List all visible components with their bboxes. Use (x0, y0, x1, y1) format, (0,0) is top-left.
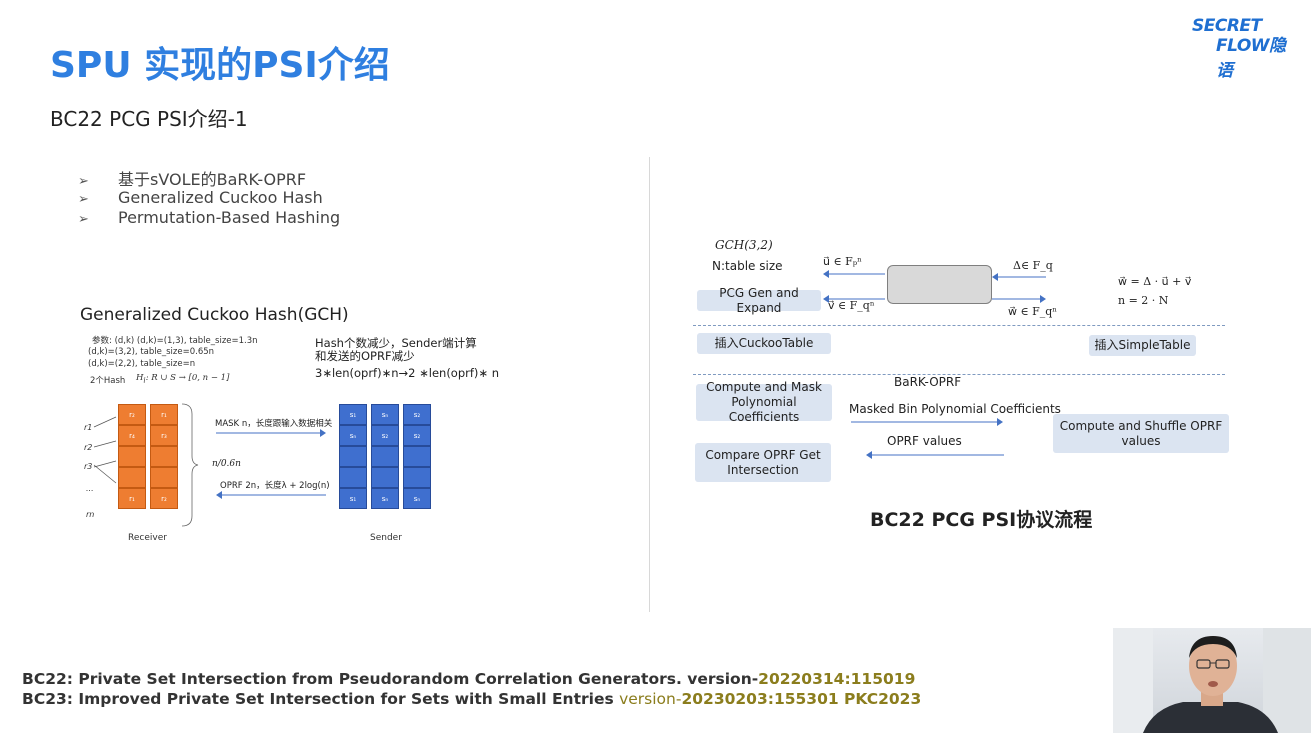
receiver-cell: r₂ (118, 404, 146, 425)
sender-cell: s₁ (339, 404, 367, 425)
gch-hash-function: Hi: R ∪ S → [0, n − 1] (136, 373, 230, 385)
sender-cell: sₙ (371, 488, 399, 509)
bullet-item: ➢ 基于sVOLE的BaRK-OPRF (78, 166, 306, 190)
w-equation: w⃗ = Δ · u⃗ + v⃗ (1118, 275, 1192, 288)
flow-caption: BC22 PCG PSI协议流程 (870, 509, 1093, 531)
pcg-box (887, 265, 992, 304)
bullet-text: Permutation-Based Hashing (118, 208, 341, 227)
dashed-divider (693, 325, 1225, 326)
gch-hash-count: 2个Hash (90, 376, 126, 386)
receiver-cell: r₃ (150, 425, 178, 446)
receiver-cell (118, 467, 146, 488)
oprf-values-label: OPRF values (887, 434, 962, 448)
table-size-label: N:table size (712, 259, 783, 273)
receiver-cell: r₂ (150, 488, 178, 509)
arrow-bullet-icon: ➢ (78, 174, 89, 189)
sender-cell: s₁ (339, 488, 367, 509)
oprf-values-arrow (866, 451, 1004, 459)
row-label: ... (86, 484, 94, 493)
slide-subtitle: BC22 PCG PSI介绍-1 (50, 107, 248, 131)
bullet-item: ➢ Permutation-Based Hashing (78, 208, 340, 227)
bullet-item: ➢ Generalized Cuckoo Hash (78, 188, 323, 207)
w-arrow (992, 295, 1046, 303)
compute-mask-box: Compute and Mask Polynomial Coefficients (696, 380, 832, 424)
mask-label: MASK n，长度跟输入数据相关 (215, 419, 333, 429)
gch-note: 3∗len(oprf)∗n→2 ∗len(oprf)∗ n (315, 366, 499, 380)
gch-param: (d,k)=(3,2), table_size=0.65n (88, 347, 215, 357)
gch-param: 参数: (d,k) (d,k)=(1,3), table_size=1.3n (92, 336, 258, 346)
sender-cell (403, 446, 431, 467)
slide-title: SPU 实现的PSI介绍 (50, 45, 390, 86)
insert-simple-box: 插入SimpleTable (1089, 335, 1196, 356)
sender-cell: s₂ (403, 404, 431, 425)
arrow-bullet-icon: ➢ (78, 212, 89, 227)
gch-note: 和发送的OPRF减少 (315, 349, 415, 363)
oprf-label: OPRF 2n，长度λ + 2log(n) (220, 481, 330, 491)
reference-bc23: BC23: Improved Private Set Intersection … (22, 690, 922, 708)
presenter-figure (1113, 628, 1311, 733)
gch-note: Hash个数减少，Sender端计算 (315, 336, 477, 350)
sender-cell: s₂ (403, 425, 431, 446)
sender-cell (371, 467, 399, 488)
dashed-divider (693, 374, 1225, 375)
sender-label: Sender (370, 533, 402, 543)
receiver-table-col: r₂ r₄ r₁ (118, 404, 146, 509)
receiver-cell: r₄ (118, 425, 146, 446)
n-equation: n = 2 · N (1118, 294, 1169, 307)
sender-cell: s₂ (371, 425, 399, 446)
insert-cuckoo-box: 插入CuckooTable (697, 333, 831, 354)
sender-cell (403, 467, 431, 488)
sender-cell (339, 446, 367, 467)
logo-line1: SECRET (1192, 16, 1262, 36)
receiver-cell (118, 446, 146, 467)
n-over-label: n/0.6n (212, 459, 241, 469)
gch-title: Generalized Cuckoo Hash(GCH) (80, 305, 349, 325)
sender-cell: sₙ (403, 488, 431, 509)
vertical-divider (649, 157, 650, 612)
sender-cell: sₙ (339, 425, 367, 446)
row-label: r1 (84, 423, 93, 432)
receiver-cell (150, 467, 178, 488)
sender-cell (339, 467, 367, 488)
sender-table-col: sₙ s₂ sₙ (371, 404, 399, 509)
u-label: u⃗ ∈ Fₚⁿ (823, 255, 862, 268)
masked-bin-label: Masked Bin Polynomial Coefficients (849, 402, 1061, 416)
bullet-text: 基于sVOLE的BaRK-OPRF (118, 170, 307, 189)
w-label: w⃗ ∈ F_qⁿ (1008, 305, 1058, 318)
compare-oprf-box: Compare OPRF Get Intersection (695, 443, 831, 482)
sender-cell: sₙ (371, 404, 399, 425)
presenter-video (1113, 628, 1311, 733)
sender-table-col: s₁ sₙ s₁ (339, 404, 367, 509)
sender-cell (371, 446, 399, 467)
mask-arrow (216, 429, 326, 437)
gch32-label: GCH(3,2) (715, 238, 773, 252)
oprf-arrow (216, 491, 326, 499)
row-label: r3 (84, 462, 93, 471)
compute-shuffle-box: Compute and Shuffle OPRF values (1053, 414, 1229, 453)
delta-arrow (992, 273, 1046, 281)
sender-table-col: s₂ s₂ sₙ (403, 404, 431, 509)
receiver-label: Receiver (128, 533, 167, 543)
receiver-cell (150, 446, 178, 467)
arrow-bullet-icon: ➢ (78, 192, 89, 207)
bark-label: BaRK-OPRF (894, 375, 962, 389)
masked-bin-arrow (851, 418, 1003, 426)
reference-bc22: BC22: Private Set Intersection from Pseu… (22, 670, 916, 688)
delta-label: Δ∈ F_q (1013, 259, 1053, 272)
gch-param: (d,k)=(2,2), table_size=n (88, 359, 196, 369)
hash-arrows (93, 416, 117, 484)
receiver-cell: r₁ (118, 488, 146, 509)
bracket (181, 403, 199, 527)
bullet-text: Generalized Cuckoo Hash (118, 188, 323, 207)
v-label: v⃗ ∈ F_qⁿ (828, 299, 875, 312)
receiver-table-col: r₁ r₃ r₂ (150, 404, 178, 509)
logo-line2: FLOW隐语 (1216, 36, 1286, 81)
u-arrow (823, 270, 885, 278)
row-label: r2 (84, 443, 93, 452)
receiver-cell: r₁ (150, 404, 178, 425)
v-arrow (823, 295, 885, 303)
row-label: rn (86, 510, 95, 519)
secretflow-logo: SECRET FLOW隐语 (1188, 16, 1300, 81)
pcg-gen-box: PCG Gen and Expand (697, 286, 821, 315)
